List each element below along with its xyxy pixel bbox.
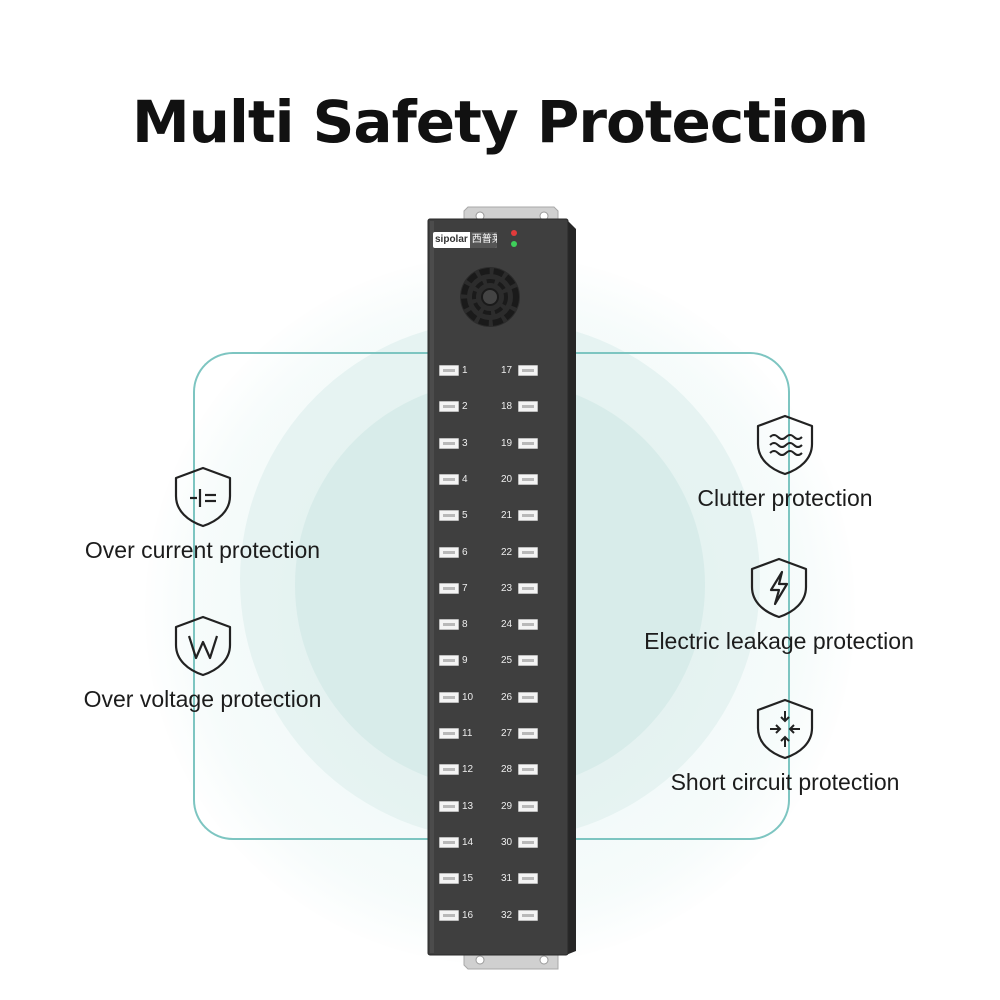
usb-port-number: 5	[462, 510, 468, 522]
usb-port-2	[439, 401, 459, 413]
usb-port-26	[518, 691, 538, 703]
usb-port-17	[518, 365, 538, 376]
usb-port-number: 2	[462, 401, 468, 413]
usb-port-5	[439, 510, 459, 522]
usb-port-13	[439, 800, 459, 812]
clutter-label: Clutter protection	[697, 485, 873, 511]
usb-port-number: 24	[501, 619, 513, 631]
usb-port-18	[518, 401, 538, 413]
usb-port-number: 31	[501, 873, 513, 885]
usb-port-number: 22	[501, 546, 513, 558]
usb-port-number: 19	[501, 437, 513, 449]
usb-port-number: 6	[462, 546, 468, 558]
usb-port-1	[439, 365, 459, 376]
usb-port-number: 17	[501, 365, 513, 376]
usb-port-3	[439, 437, 459, 449]
brand-sub: 西普莱	[469, 232, 497, 248]
usb-port-number: 21	[501, 510, 513, 522]
short-circuit-label: Short circuit protection	[670, 769, 900, 795]
usb-port-9	[439, 655, 459, 667]
usb-port-10	[439, 691, 459, 703]
usb-port-number: 28	[501, 764, 513, 776]
usb-port-8	[439, 619, 459, 631]
page-title: Multi Safety Protection	[131, 88, 869, 156]
usb-port-number: 15	[462, 873, 474, 885]
feature-leakage: Electric leakage protection	[620, 556, 938, 655]
over-current-label: Over current protection	[84, 537, 321, 563]
feature-over-voltage: Over voltage protection	[60, 614, 345, 713]
usb-port-number: 18	[501, 401, 513, 413]
feature-short-circuit: Short circuit protection	[650, 697, 920, 796]
usb-port-23	[518, 582, 538, 594]
usb-port-19	[518, 437, 538, 449]
right-frame	[568, 352, 790, 840]
arrows-shield-icon	[756, 698, 814, 760]
usb-port-4	[439, 473, 459, 485]
usb-port-number: 29	[501, 800, 513, 812]
usb-port-number: 25	[501, 655, 513, 667]
usb-port-25	[518, 655, 538, 667]
over-voltage-label: Over voltage protection	[83, 686, 322, 712]
usb-port-14	[439, 836, 459, 848]
usb-port-24	[518, 619, 538, 631]
usb-port-number: 10	[462, 691, 474, 703]
usb-port-29	[518, 800, 538, 812]
usb-port-number: 3	[462, 437, 468, 449]
usb-port-number: 30	[501, 836, 513, 848]
usb-port-number: 13	[462, 800, 474, 812]
feature-over-current: Over current protection	[60, 465, 345, 564]
usb-port-22	[518, 546, 538, 558]
usb-port-31	[518, 873, 538, 885]
feature-clutter: Clutter protection	[650, 413, 920, 512]
usb-port-number: 9	[462, 655, 468, 667]
usb-port-21	[518, 510, 538, 522]
usb-port-number: 1	[462, 365, 468, 376]
usb-port-number: 32	[501, 909, 513, 921]
brand-name: sipolar	[435, 234, 468, 245]
usb-port-12	[439, 764, 459, 776]
usb-port-number: 20	[501, 473, 513, 485]
usb-port-16	[439, 909, 459, 921]
usb-port-32	[518, 909, 538, 921]
left-frame	[193, 352, 433, 840]
usb-port-27	[518, 728, 538, 739]
usb-port-11	[439, 728, 459, 739]
usb-port-7	[439, 582, 459, 594]
usb-port-28	[518, 764, 538, 776]
usb-port-number: 12	[462, 764, 474, 776]
usb-port-15	[439, 873, 459, 885]
usb-port-6	[439, 546, 459, 558]
usb-port-number: 8	[462, 619, 468, 631]
usb-port-number: 26	[501, 691, 513, 703]
waves-shield-icon	[756, 414, 814, 476]
lightning-shield-icon	[750, 557, 808, 619]
usb-port-number: 23	[501, 582, 513, 594]
usb-port-number: 7	[462, 582, 468, 594]
usb-port-number: 14	[462, 836, 474, 848]
usb-port-number: 11	[462, 728, 473, 739]
usb-port-number: 27	[501, 728, 513, 739]
usb-port-20	[518, 473, 538, 485]
usb-port-30	[518, 836, 538, 848]
usb-port-number: 4	[462, 473, 468, 485]
current-shield-icon	[174, 466, 231, 528]
usb-port-number: 16	[462, 909, 474, 921]
leakage-label: Electric leakage protection	[644, 628, 914, 654]
voltage-shield-icon	[174, 615, 231, 677]
